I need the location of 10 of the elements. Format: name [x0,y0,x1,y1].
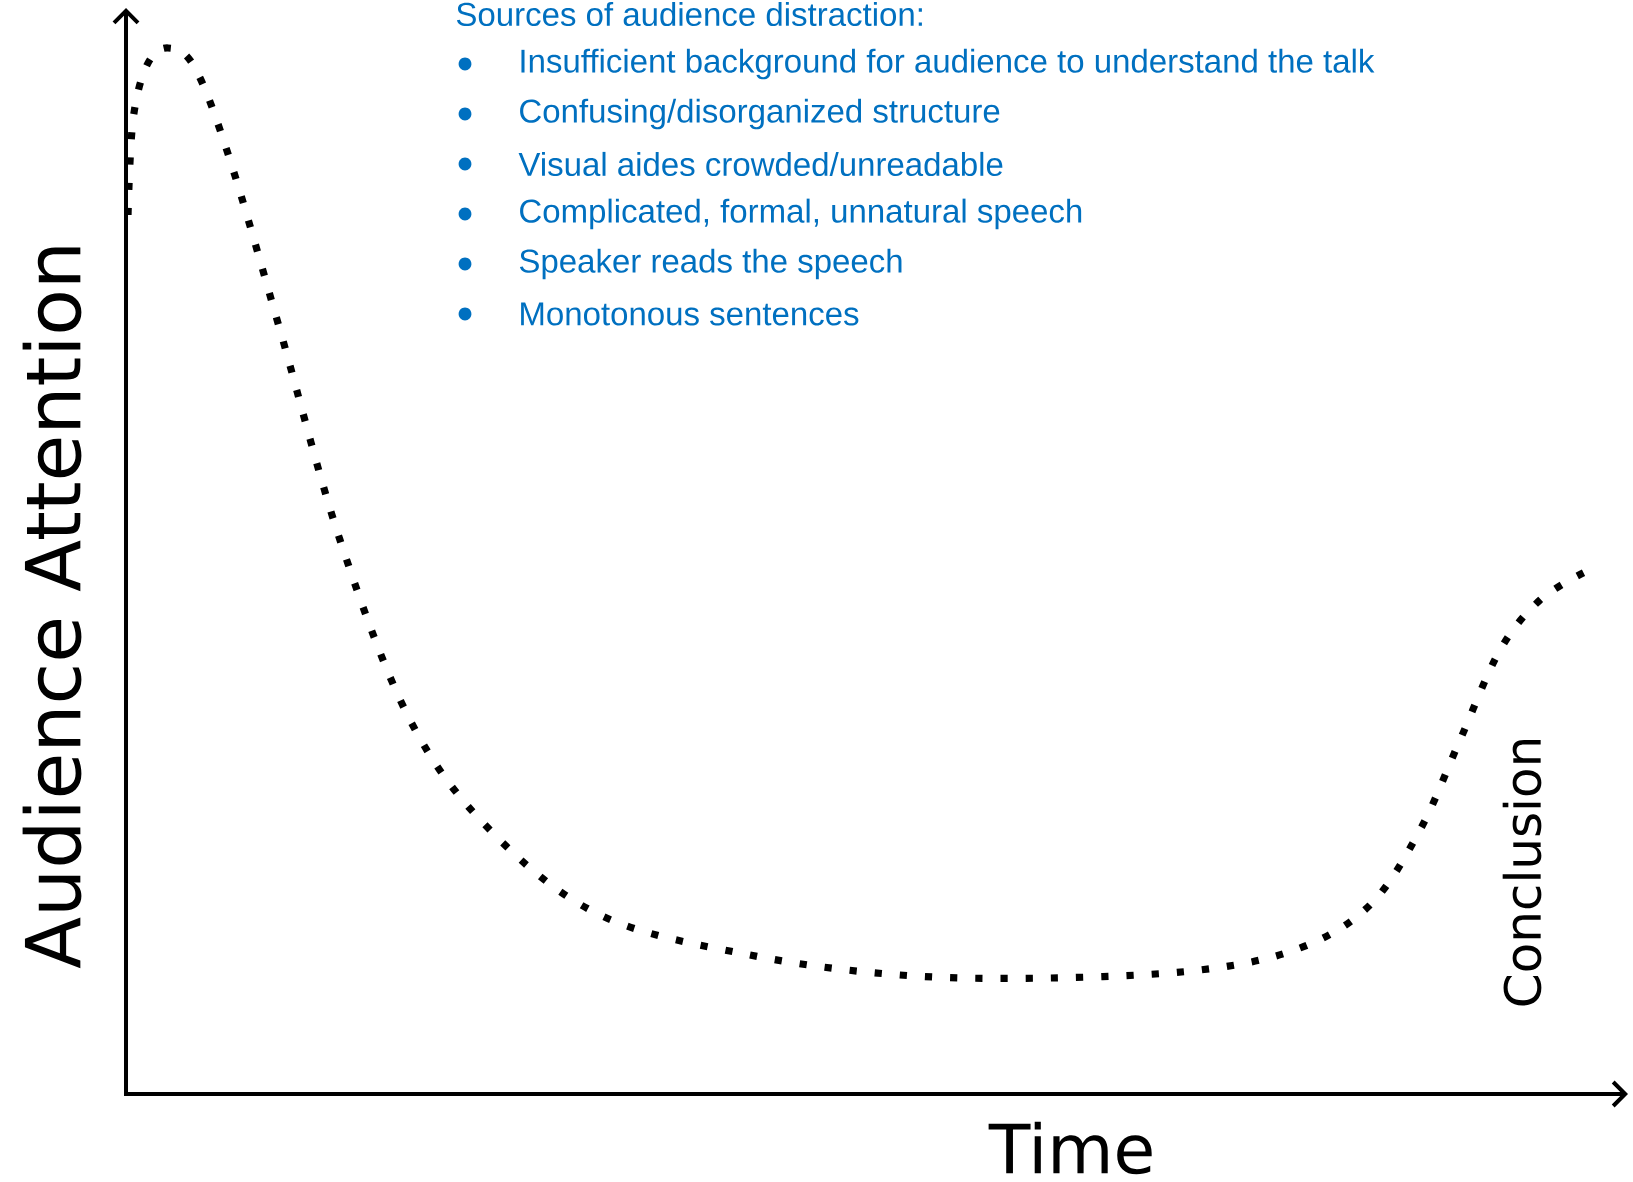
list-item: Visual aides crowded/unreadable [518,151,1003,177]
axis-label: Time [988,1121,1152,1175]
list-item: Speaker reads the speech [519,248,902,280]
phase-label: Conclusion [1502,739,1542,1006]
list-heading: Sources of audience distraction: [456,1,922,27]
axis-label: Audience Attention [22,247,82,969]
list-item: Insufficient background for audience to understand the talk [521,48,1375,80]
list-item: Confusing/disorganized structure [520,98,1000,130]
list-item: Complicated, formal, unnatural speech [520,198,1082,230]
list-item: Monotonous sentences [521,302,859,326]
